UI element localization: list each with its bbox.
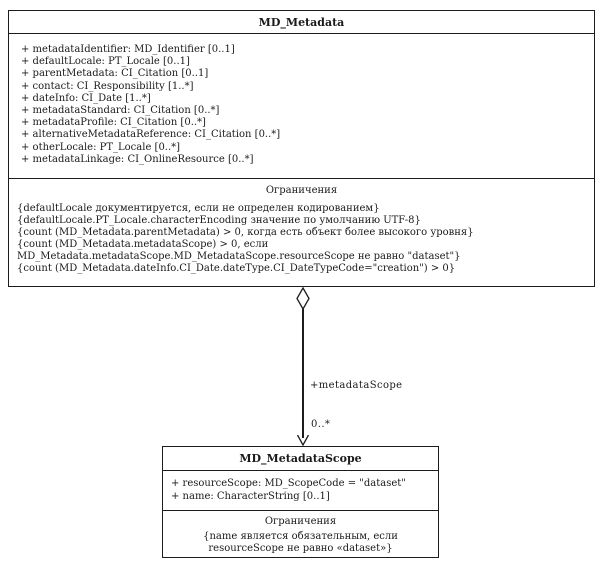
constraints-header: Ограничения [265,185,338,196]
constraint-text: {defaultLocale документируется, если не … [17,203,380,214]
class-box-md-metadata: MD_Metadata + metadataIdentifier: MD_Ide… [8,10,595,287]
class-attribute: + contact: CI_Responsibility [1..*] [21,80,194,92]
class-title-md-metadatascope: MD_MetadataScope [163,447,438,471]
class-attribute: + resourceScope: MD_ScopeCode = "dataset… [171,478,406,489]
role-label: +metadataScope [310,380,403,391]
constraint-text: {count (MD_Metadata.metadataScope) > 0, … [17,239,461,262]
class-constraints-md-metadata: Ограничения {defaultLocale документирует… [9,178,594,286]
class-attribute: + defaultLocale: PT_Locale [0..1] [21,56,190,68]
class-attributes-md-metadata: + metadataIdentifier: MD_Identifier [0..… [9,34,594,178]
class-attribute: + parentMetadata: CI_Citation [0..1] [21,68,209,80]
constraint-text: {count (MD_Metadata.dateInfo.CI_Date.dat… [17,263,456,274]
aggregation-diamond-icon [296,287,310,310]
class-attribute: + metadataLinkage: CI_OnlineResource [0.… [21,153,254,165]
class-attributes-md-metadatascope: + resourceScope: MD_ScopeCode = "dataset… [163,471,438,510]
arrowhead-icon [296,435,310,446]
constraint-text: {defaultLocale.PT_Locale.characterEncodi… [17,215,421,226]
constraints-header: Ограничения [264,516,337,527]
constraint-text: {name является обязательным, если resour… [203,531,398,554]
class-title-md-metadata: MD_Metadata [9,11,594,34]
class-attribute: + dateInfo: CI_Date [1..*] [21,92,151,104]
class-attribute: + metadataStandard: CI_Citation [0..*] [21,105,220,117]
constraints-list: {defaultLocale документируется, если не … [17,203,586,275]
constraint-text: {count (MD_Metadata.parentMetadata) > 0,… [17,227,474,238]
class-attribute: + metadataIdentifier: MD_Identifier [0..… [21,44,235,55]
class-constraints-md-metadatascope: Ограничения {name является обязательным,… [163,510,438,557]
multiplicity-label: 0..* [311,419,331,430]
class-attribute: + name: CharacterString [0..1] [171,491,330,502]
class-attribute: + metadataProfile: CI_Citation [0..*] [21,117,206,129]
constraints-list: {name является обязательным, если resour… [169,531,432,555]
class-attribute: + otherLocale: PT_Locale [0..*] [21,141,181,153]
class-box-md-metadatascope: MD_MetadataScope + resourceScope: MD_Sco… [162,446,439,558]
class-attribute: + alternativeMetadataReference: CI_Citat… [21,129,281,141]
association-line [302,309,304,438]
